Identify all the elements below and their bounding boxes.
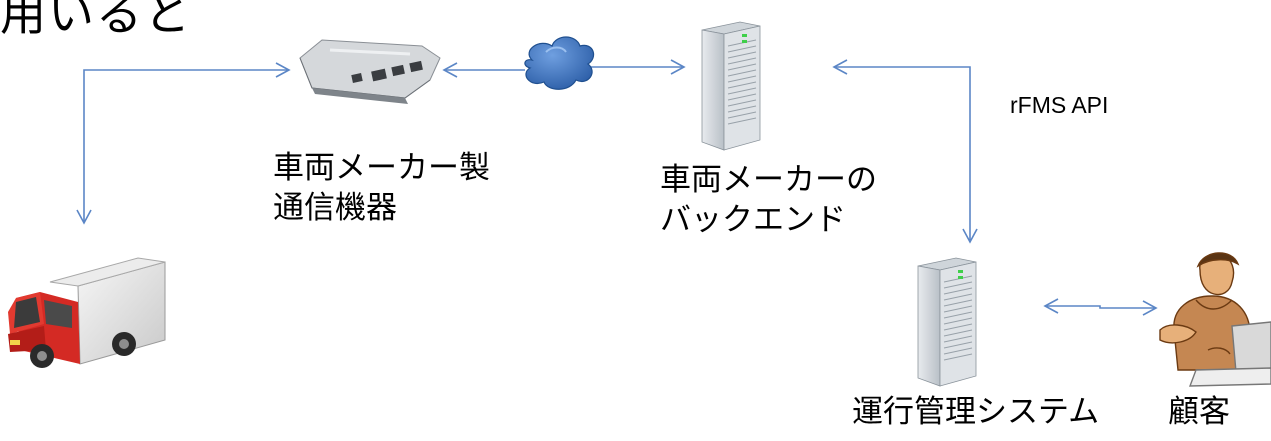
truck-icon [8,257,166,368]
arrowhead [670,59,686,75]
backend-server-icon [701,21,761,151]
arrowhead [275,62,291,78]
device-label: 車両メーカー製 通信機器 [273,148,490,228]
telematics-unit-icon [299,39,441,104]
connectors [76,59,1158,316]
api-label: rFMS API [1010,92,1109,118]
arrowhead [962,228,978,244]
device-label-line1: 車両メーカー製 [273,150,490,186]
truck-device-connector [83,69,288,222]
device-label-line2: 通信機器 [273,190,397,226]
api-connector [835,66,971,240]
cloud-icon [524,36,595,90]
fleet-customer-connector [1045,305,1156,309]
arrowhead [1142,300,1158,316]
arrowhead [832,59,848,75]
person-at-computer-icon [1159,252,1271,387]
backend-label-line1: 車両メーカーの [660,162,877,198]
backend-label-line2: バックエンド [660,202,846,238]
fleet-system-label: 運行管理システム [852,394,1100,430]
page-title-fragment: 用いると [0,0,192,41]
fleet-server-icon [917,257,977,387]
customer-label: 顧客 [1168,394,1230,430]
backend-label: 車両メーカーの バックエンド [660,160,877,240]
arrowhead [1043,298,1059,314]
arrowhead [76,209,92,225]
arrowhead [442,62,458,78]
